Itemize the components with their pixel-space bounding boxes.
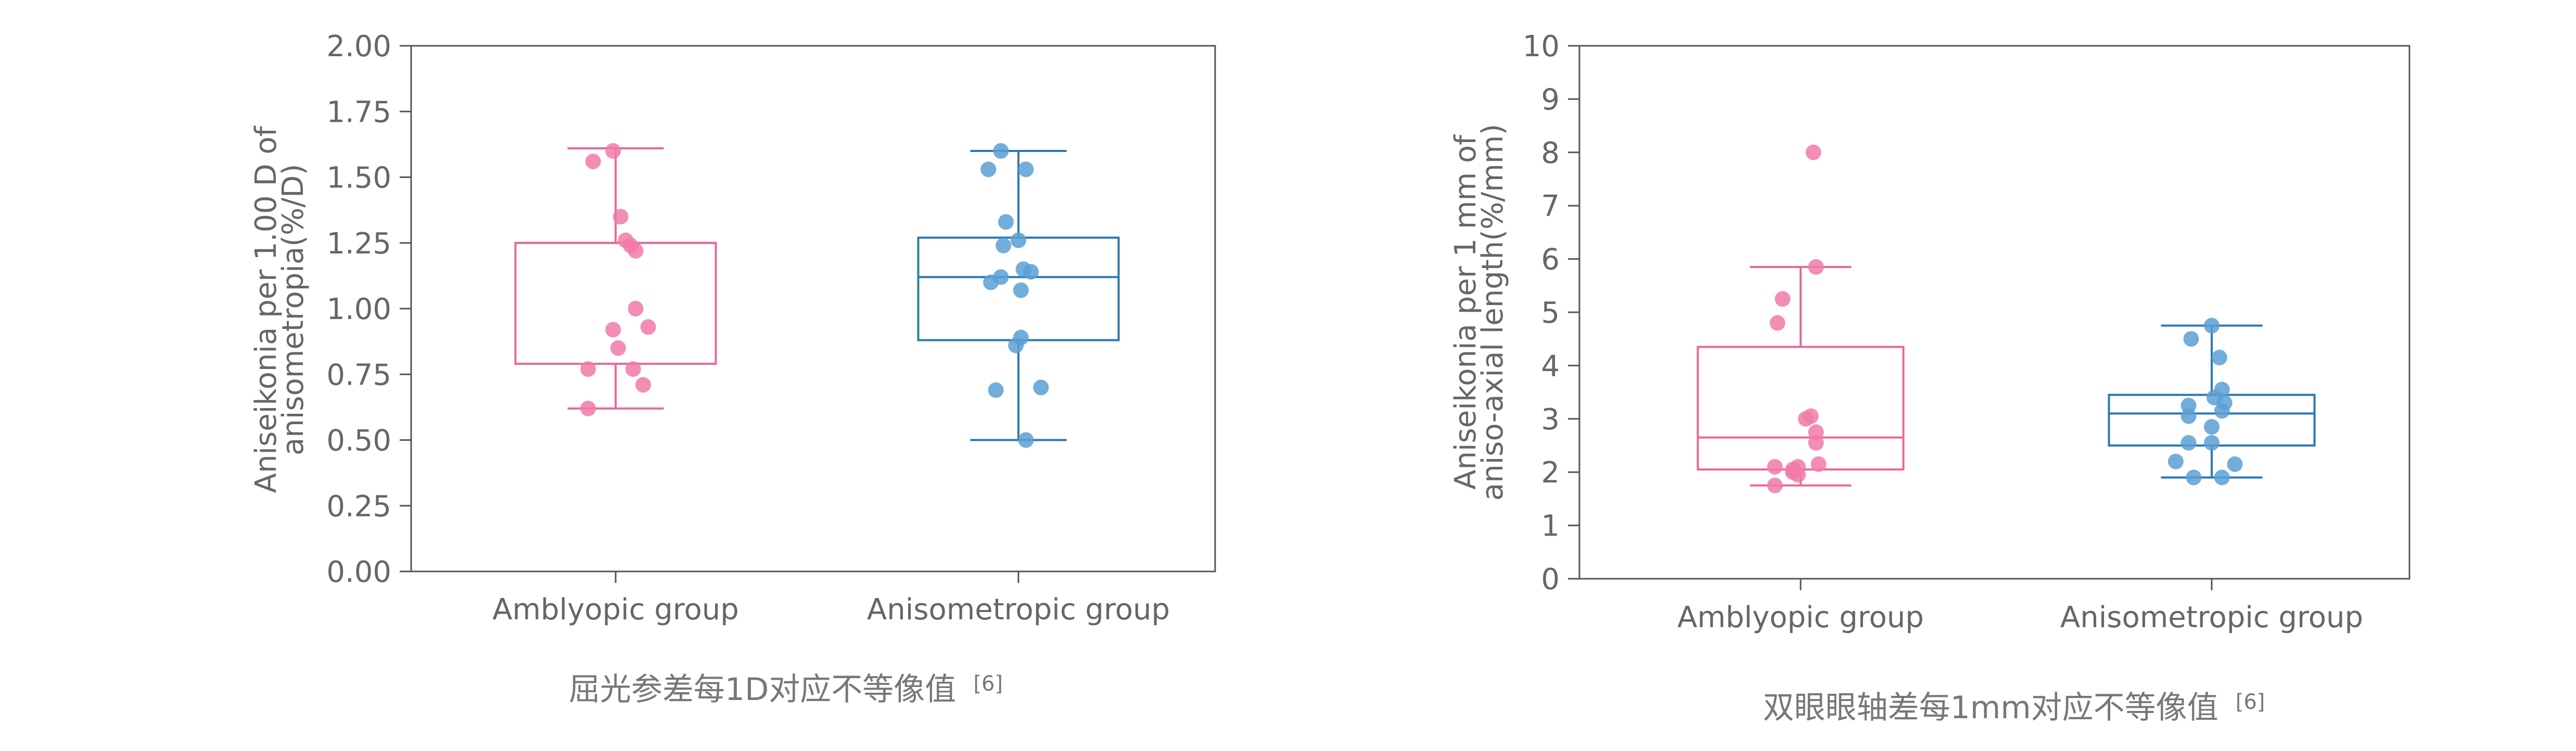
chart-refraction-amblyopic-point [613, 209, 629, 225]
chart-axial-ytick-label: 6 [1541, 243, 1560, 277]
chart-refraction-amblyopic-point [610, 340, 626, 356]
chart-refraction-ylabel-line-2: anisometropia(%/D) [276, 164, 310, 455]
chart-axial-ylabel-line-1: Aniseikonia per 1 mm of [1449, 134, 1483, 490]
chart-refraction-xlabel-anisometropic: Anisometropic group [867, 593, 1170, 627]
chart-refraction: Aniseikonia per 1.00 D of anisometropia(… [249, 30, 1216, 708]
chart-axial-xlabel-amblyopic: Amblyopic group [1677, 601, 1924, 634]
chart-refraction-anisometropic-point [1008, 337, 1024, 353]
chart-refraction-ytick-label: 0.50 [326, 424, 391, 458]
chart-axial-anisometropic-point [2206, 389, 2222, 405]
chart-axial-xlabel-anisometropic: Anisometropic group [2060, 601, 2363, 634]
chart-refraction-caption-text: 屈光参差每1D对应不等像值 [569, 671, 956, 708]
chart-axial-amblyopic-point [1775, 291, 1791, 307]
chart-axial-ytick-label: 1 [1541, 510, 1560, 543]
chart-refraction-amblyopic-point [640, 319, 656, 335]
chart-refraction-anisometropic-point [1033, 379, 1049, 396]
chart-axial-ytick-label: 5 [1541, 296, 1560, 330]
chart-axial-anisometropic-point [2214, 403, 2230, 419]
chart-axial-anisometropic-point [2204, 419, 2220, 435]
chart-axial-amblyopic-point [1805, 144, 1821, 160]
chart-axial-length: Aniseikonia per 1 mm of aniso-axial leng… [1449, 30, 2411, 726]
chart-axial-anisometropic-point [2204, 435, 2220, 451]
chart-axial-anisometropic-point [2204, 317, 2220, 334]
chart-refraction-ytick-label: 1.25 [326, 227, 391, 261]
chart-refraction-ytick-label: 0.00 [326, 555, 391, 589]
chart-axial-amblyopic-point [1767, 477, 1783, 493]
chart-axial-amblyopic-point [1769, 315, 1786, 331]
chart-refraction-plot: 0.00 0.25 0.50 0.75 1.00 1.25 1.50 1.75 2.00 [326, 30, 1216, 589]
chart-refraction-anisometropic-point [998, 214, 1014, 230]
chart-refraction-ytick-label: 1.75 [326, 95, 391, 129]
chart-refraction-amblyopic-point [635, 377, 651, 393]
chart-refraction-amblyopic-point [628, 301, 644, 316]
chart-axial-ytick-label: 3 [1541, 403, 1560, 437]
chart-axial-caption: 双眼眼轴差每1mm对应不等像值 [6] [1763, 690, 2265, 726]
chart-refraction-amblyopic-point [628, 243, 644, 259]
chart-axial-ytick-label: 2 [1541, 456, 1560, 490]
chart-refraction-ytick-label: 0.25 [326, 490, 391, 524]
chart-refraction-amblyopic-point [580, 400, 596, 416]
chart-axial-ytick-label: 10 [1523, 30, 1560, 63]
chart-refraction-ytick-label: 0.75 [326, 358, 391, 392]
chart-refraction-anisometropic-point [1023, 264, 1039, 280]
chart-refraction-anisometropic-point [988, 382, 1004, 398]
chart-axial-plot-frame [1578, 45, 2411, 580]
chart-refraction-anisometropic-point [1018, 161, 1034, 177]
chart-axial-anisometropic-point [2180, 435, 2197, 451]
chart-refraction-xlabel-amblyopic: Amblyopic group [492, 593, 739, 627]
chart-axial-anisometropic-point [2180, 408, 2197, 424]
chart-axial-amblyopic-point [1808, 435, 1824, 451]
chart-axial-anisometropic-point [2167, 453, 2184, 469]
chart-refraction-amblyopic-point [625, 361, 641, 377]
chart-axial-anisometropic-point [2214, 469, 2230, 486]
chart-axial-amblyopic-point [1808, 259, 1824, 275]
chart-axial-caption-text: 双眼眼轴差每1mm对应不等像值 [1763, 690, 2218, 726]
chart-axial-amblyopic-point [1767, 459, 1783, 475]
chart-refraction-amblyopic-point [605, 143, 621, 159]
chart-refraction-amblyopic-point [580, 361, 596, 377]
chart-refraction-ytick-label: 1.00 [326, 292, 391, 326]
chart-refraction-anisometropic-point [1018, 432, 1034, 448]
chart-axial-ytick-label: 8 [1541, 136, 1560, 170]
chart-axial-amblyopic-point [1790, 467, 1806, 483]
chart-axial-anisometropic-point [2227, 456, 2243, 472]
chart-refraction-anisometropic-point [983, 274, 999, 290]
chart-axial-ytick-label: 0 [1541, 563, 1560, 596]
chart-refraction-anisometropic-point [980, 161, 997, 177]
chart-axial-ytick-label: 7 [1541, 189, 1560, 223]
chart-refraction-amblyopic-point [605, 322, 621, 338]
chart-refraction-caption: 屈光参差每1D对应不等像值 [6] [569, 671, 1003, 708]
chart-axial-anisometropic-point [2211, 350, 2227, 366]
chart-axial-amblyopic-box [1697, 346, 1905, 471]
chart-refraction-anisometropic-point [996, 237, 1012, 253]
chart-axial-plot: 0 1 2 3 4 5 6 7 8 9 10 [1523, 30, 2411, 596]
chart-refraction-anisometropic-point [1013, 282, 1029, 298]
chart-axial-amblyopic-point [1810, 456, 1827, 472]
chart-refraction-ylabel-line-1: Aniseikonia per 1.00 D of [249, 125, 283, 493]
chart-axial-anisometropic-point [2183, 331, 2199, 347]
chart-axial-ytick-label: 4 [1541, 349, 1560, 383]
chart-axial-ytick-label: 9 [1541, 83, 1560, 117]
chart-refraction-ytick-label: 2.00 [326, 30, 391, 63]
chart-refraction-anisometropic-point [993, 143, 1009, 159]
chart-axial-anisometropic-point [2186, 469, 2202, 486]
chart-refraction-anisometropic-point [1011, 232, 1026, 248]
chart-axial-amblyopic-point [1797, 411, 1814, 427]
chart-refraction-plot-frame [410, 45, 1216, 572]
chart-axial-caption-ref: [6] [2236, 690, 2265, 714]
chart-refraction-amblyopic-point [585, 154, 601, 170]
chart-refraction-ytick-label: 1.50 [326, 161, 391, 195]
chart-refraction-caption-ref: [6] [973, 672, 1003, 696]
chart-axial-ylabel-line-2: aniso-axial length(%/mm) [1476, 124, 1510, 501]
